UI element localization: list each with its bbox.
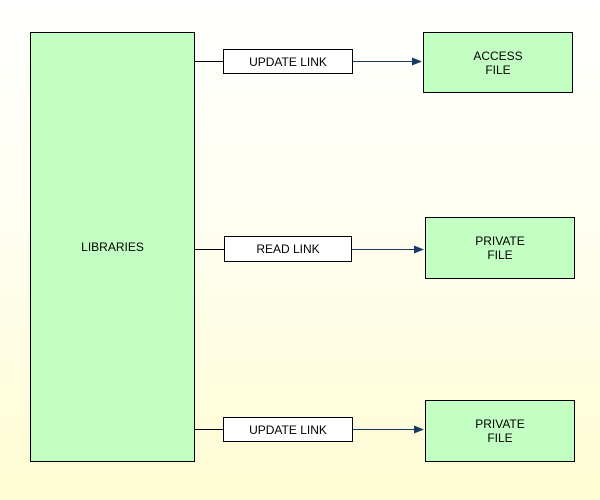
link-label-box-1: UPDATE LINK [223,49,353,74]
link-label-3: UPDATE LINK [249,422,327,437]
target-label-2: PRIVATE FILE [475,234,525,262]
target-box-1: ACCESS FILE [423,32,573,93]
target-label-1: ACCESS FILE [473,48,523,77]
libraries-box: LIBRARIES [30,32,195,462]
link-label-2: READ LINK [256,242,320,256]
target-box-3: PRIVATE FILE [425,400,575,462]
link-label-1: UPDATE LINK [249,54,327,69]
target-label-3: PRIVATE FILE [475,417,525,445]
libraries-label: LIBRARIES [81,240,144,254]
link-label-box-3: UPDATE LINK [223,417,353,442]
link-label-box-2: READ LINK [224,236,352,262]
target-box-2: PRIVATE FILE [425,217,575,279]
